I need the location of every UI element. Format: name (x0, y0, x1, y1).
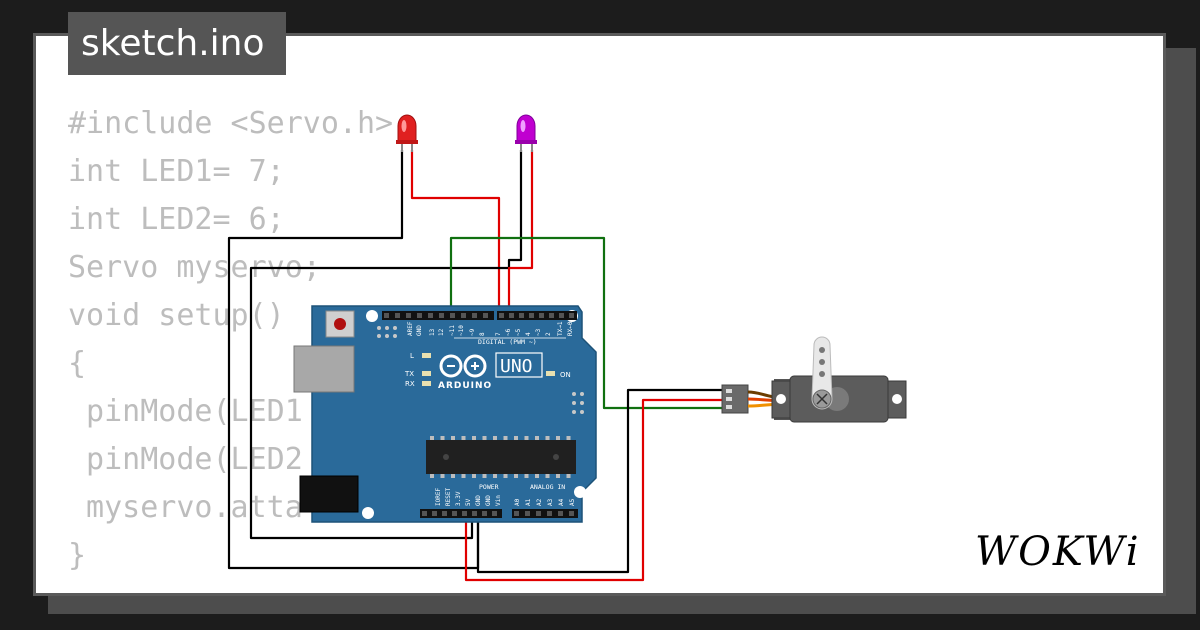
analog-pin-label: A5 (569, 498, 576, 506)
header-pin-label: 2 (545, 332, 552, 336)
header-pin-label: ~3 (535, 328, 542, 336)
header-pin-label: GND (416, 325, 423, 336)
header-pin-label: TX→1 (557, 321, 564, 336)
header-pin-label: 13 (429, 328, 436, 336)
header-pin-label: 8 (479, 332, 486, 336)
wire-servo-gnd (476, 388, 724, 574)
wokwi-logo: WOKWi (975, 527, 1155, 577)
sketch-file-tab[interactable]: sketch.ino (68, 12, 286, 75)
power-header (420, 509, 502, 518)
wire-servo-vcc (464, 398, 724, 582)
code-line: myservo.atta (68, 490, 303, 525)
code-line: int LED2= 6; (68, 202, 285, 237)
header-pin-label: 7 (495, 332, 502, 336)
analog-pin-label: A4 (558, 498, 565, 506)
analog-label: ANALOG IN (530, 483, 565, 491)
usb-port (293, 345, 355, 393)
servo-connector (721, 384, 749, 414)
power-label: POWER (479, 483, 499, 491)
header-pin-label: ~11 (449, 325, 456, 336)
indicator-rx-label: RX (405, 380, 415, 388)
header-pin-label: ~9 (469, 328, 476, 336)
power-pin-label: 5V (465, 498, 472, 506)
arduino-logo-icon (439, 354, 487, 378)
power-pin-label: RESET (445, 488, 452, 506)
header-pin-label: RX←0 (567, 321, 574, 336)
power-pin-label: 3.3V (455, 491, 462, 506)
header-pin-label: 12 (438, 328, 445, 336)
wire-led2-cathode-gnd (249, 150, 523, 540)
atmega-chip (426, 440, 576, 474)
servo-motor[interactable] (721, 336, 907, 423)
header-pin-label: AREF (407, 321, 414, 336)
analog-pin-label: A2 (536, 498, 543, 506)
preview-card (33, 33, 1166, 596)
board-brand-label: ARDUINO (438, 381, 492, 391)
digital-header-left (382, 311, 494, 320)
code-line: { (68, 346, 87, 381)
on-label: ON (560, 371, 571, 379)
indicator-tx-label: TX (404, 370, 414, 378)
code-line: pinMode(LED2 (68, 442, 303, 477)
code-line: int LED1= 7; (68, 154, 285, 189)
wire-led2-anode-pin6 (507, 150, 534, 312)
header-pin-label: 4 (525, 332, 532, 336)
header-pin-label: ~6 (505, 328, 512, 336)
analog-pin-label: A1 (525, 498, 532, 506)
reset-button[interactable] (325, 310, 355, 338)
led-purple[interactable] (515, 114, 537, 152)
power-jack (299, 475, 359, 513)
power-pin-label: Vin (495, 495, 502, 506)
code-line: void setup() (68, 298, 285, 333)
power-pin-label: GND (485, 495, 492, 506)
header-pin-label: ~5 (515, 328, 522, 336)
analog-header (512, 509, 578, 518)
power-pin-label: IOREF (435, 488, 442, 506)
wire-led1-anode-pin7 (410, 150, 501, 312)
wokwi-wordmark: WOKWi (975, 529, 1141, 575)
digital-header-right (497, 311, 577, 320)
code-line: #include <Servo.h> (68, 106, 394, 141)
code-line: } (68, 538, 87, 573)
header-pin-label: ~10 (458, 325, 465, 336)
indicator-l-label: L (410, 352, 414, 360)
digital-label: DIGITAL (PWM ~) (478, 338, 537, 346)
led-red[interactable] (396, 114, 418, 152)
analog-pin-label: A3 (547, 498, 554, 506)
code-editor[interactable]: #include <Servo.h> int LED1= 7; int LED2= … (68, 100, 393, 580)
power-pin-label: GND (475, 495, 482, 506)
analog-pin-label: A0 (514, 498, 521, 506)
code-line: pinMode(LED1 (68, 394, 303, 429)
board-model-label: UNO (500, 356, 533, 377)
